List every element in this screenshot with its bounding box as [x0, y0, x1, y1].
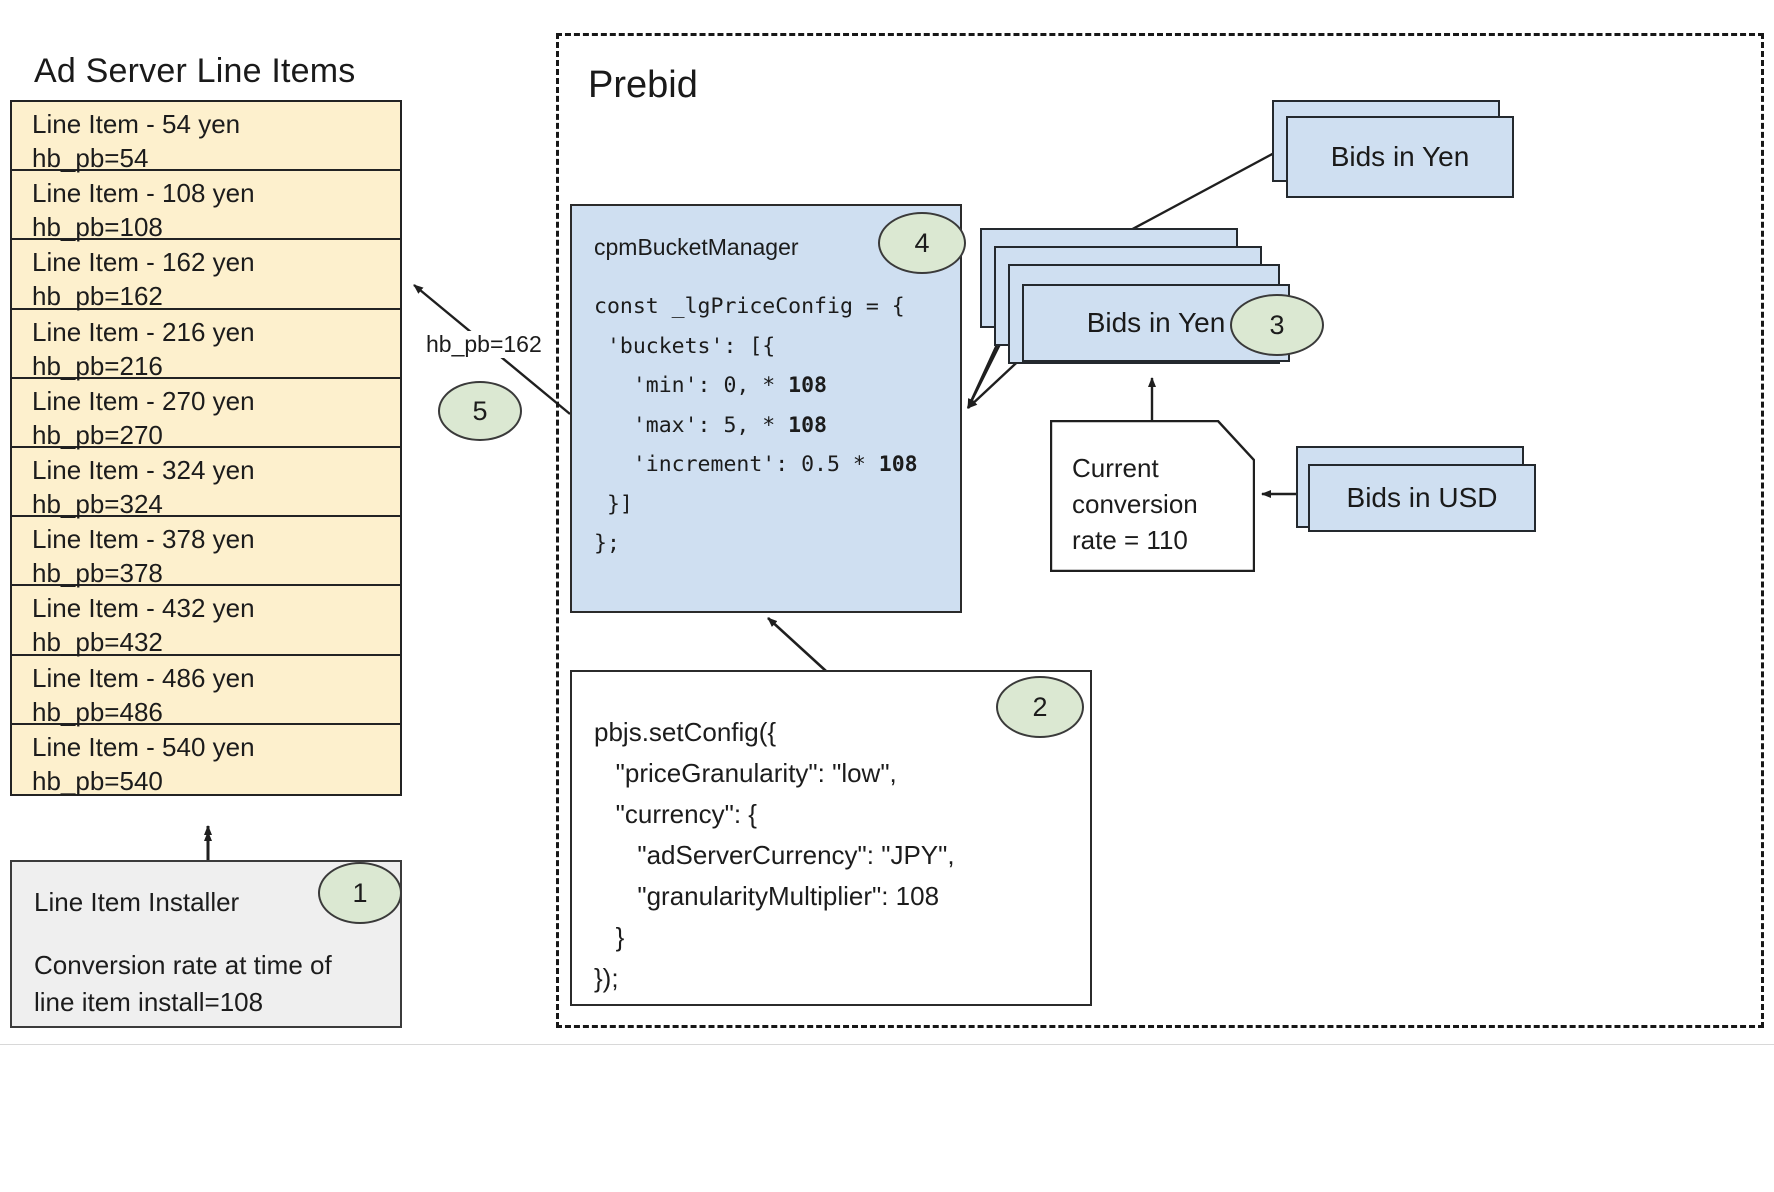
cpm-bucket-manager-panel[interactable]: cpmBucketManager const _lgPriceConfig = …: [570, 204, 962, 613]
line-item-row[interactable]: Line Item - 108 yen hb_pb=108: [12, 171, 400, 242]
line-items-table: Line Item - 54 yen hb_pb=54 Line Item - …: [10, 100, 402, 796]
line-item-name: Line Item - 108 yen: [32, 178, 255, 209]
conversion-note-text: Current conversion rate = 110: [1072, 450, 1198, 558]
conversion-note-line-1: Current: [1072, 453, 1159, 483]
step-badge-1: 1: [318, 862, 402, 924]
conversion-note-line-3: rate = 110: [1072, 525, 1188, 555]
step-badge-5: 5: [438, 381, 522, 441]
installer-title: Line Item Installer: [34, 887, 240, 917]
line-item-row[interactable]: Line Item - 432 yen hb_pb=432: [12, 586, 400, 657]
bottom-divider: [0, 1044, 1774, 1045]
line-item-name: Line Item - 54 yen: [32, 109, 241, 139]
bids-in-yen-stack-label: Bids in Yen: [1086, 307, 1226, 338]
line-item-name: Line Item - 378 yen: [32, 524, 255, 555]
page-title-ad-server: Ad Server Line Items: [34, 52, 356, 90]
step-badge-4: 4: [878, 212, 966, 274]
cpm-panel-code: const _lgPriceConfig = { 'buckets': [{ '…: [594, 294, 918, 556]
line-item-name: Line Item - 270 yen: [32, 385, 255, 416]
line-item-row[interactable]: Line Item - 486 yen hb_pb=486: [12, 656, 400, 727]
line-item-key: hb_pb=540: [32, 765, 163, 796]
installer-note-line-2: line item install=108: [34, 987, 264, 1017]
step-badge-2: 2: [996, 676, 1084, 738]
installer-note-line-1: Conversion rate at time of: [34, 950, 332, 980]
note-shape-icon: [1049, 419, 1256, 573]
prebid-title: Prebid: [588, 64, 698, 106]
line-item-key: hb_pb=54: [32, 143, 149, 173]
setconfig-code: pbjs.setConfig({ "priceGranularity": "lo…: [594, 717, 955, 993]
line-item-key: hb_pb=162: [32, 281, 163, 312]
bids-in-yen-top-label: Bids in Yen: [1330, 141, 1470, 172]
line-item-row[interactable]: Line Item - 216 yen hb_pb=216: [12, 310, 400, 381]
line-item-key: hb_pb=486: [32, 696, 163, 727]
line-item-name: Line Item - 324 yen: [32, 454, 255, 485]
step-badge-3: 3: [1230, 294, 1324, 356]
line-item-key: hb_pb=270: [32, 419, 163, 450]
line-item-row[interactable]: Line Item - 378 yen hb_pb=378: [12, 517, 400, 588]
conversion-rate-note[interactable]: Current conversion rate = 110: [1049, 419, 1256, 573]
line-item-key: hb_pb=216: [32, 350, 163, 381]
line-item-name: Line Item - 432 yen: [32, 593, 255, 624]
line-item-row[interactable]: Line Item - 324 yen hb_pb=324: [12, 448, 400, 519]
cpm-panel-title: cpmBucketManager: [594, 234, 799, 260]
conversion-note-line-2: conversion: [1072, 489, 1198, 519]
line-item-name: Line Item - 486 yen: [32, 662, 255, 693]
line-item-installer-box[interactable]: Line Item Installer Conversion rate at t…: [10, 860, 402, 1028]
line-item-key: hb_pb=378: [32, 558, 163, 589]
line-item-key: hb_pb=324: [32, 488, 163, 519]
line-item-row[interactable]: Line Item - 54 yen hb_pb=54: [12, 102, 400, 173]
line-item-key: hb_pb=432: [32, 627, 163, 658]
bids-in-usd-label: Bids in USD: [1346, 482, 1498, 513]
line-item-name: Line Item - 540 yen: [32, 731, 255, 762]
bids-in-yen-top-box[interactable]: Bids in Yen: [1286, 116, 1514, 198]
bids-in-usd-box[interactable]: Bids in USD: [1308, 464, 1536, 532]
line-item-name: Line Item - 216 yen: [32, 316, 255, 347]
prebid-container: [556, 33, 1764, 1028]
line-item-key: hb_pb=108: [32, 212, 163, 243]
line-item-name: Line Item - 162 yen: [32, 247, 255, 278]
line-item-row[interactable]: Line Item - 540 yen hb_pb=540: [12, 725, 400, 796]
line-item-row[interactable]: Line Item - 162 yen hb_pb=162: [12, 240, 400, 311]
spacer: [34, 921, 400, 947]
edge-label-hb-pb: hb_pb=162: [424, 331, 544, 358]
line-item-row[interactable]: Line Item - 270 yen hb_pb=270: [12, 379, 400, 450]
